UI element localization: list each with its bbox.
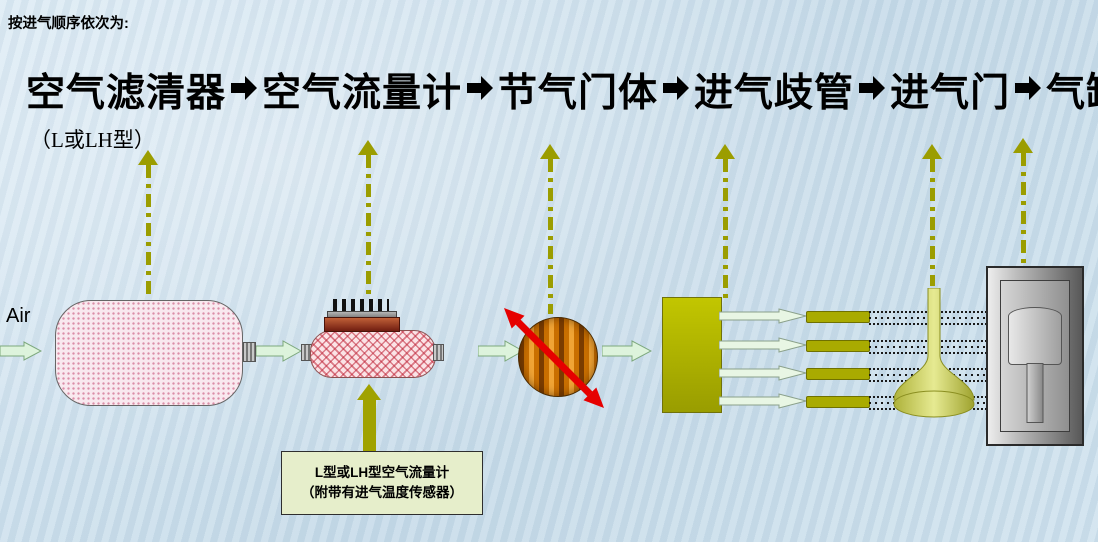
arrow-right-icon (465, 74, 495, 107)
flow-arrow-icon (255, 340, 303, 367)
callout-arrow-up-icon (357, 384, 381, 400)
intake-manifold (662, 297, 722, 413)
arrow-right-icon (229, 74, 259, 107)
pipe-coupler (243, 342, 256, 362)
piston-rod (1026, 363, 1044, 423)
callout-box: L型或LH型空气流量计 （附带有进气温度传感器） (281, 451, 483, 515)
title-part-air-flow-meter: 空气流量计 (262, 72, 463, 115)
runner-tube (806, 368, 870, 380)
arrow-right-icon (1013, 74, 1043, 107)
temperature-sensor-base (324, 317, 400, 332)
arrow-up-icon (540, 144, 560, 159)
runner-arrow-icon (718, 337, 808, 358)
runner-tube (806, 311, 870, 323)
arrow-right-icon (661, 74, 691, 107)
air-label: Air (6, 305, 31, 327)
callout-line-1: L型或LH型空气流量计 (314, 465, 450, 481)
title-part-air-filter: 空气滤清器 (26, 72, 227, 115)
flow-arrow-icon (601, 340, 653, 367)
sensor-pins-icon (333, 299, 389, 312)
intake-valve (888, 287, 980, 433)
air-flow-meter (310, 330, 436, 378)
subtitle: （L或LH型） (30, 128, 155, 152)
title-part-cylinder: 气缸 (1046, 72, 1098, 115)
runner-arrow-icon (718, 365, 808, 386)
arrow-up-icon (1013, 138, 1033, 153)
dashed-up-arrow-cylinder (1010, 138, 1036, 264)
callout-line-2: （附带有进气温度传感器） (301, 485, 463, 500)
throttle-plate-arrow-icon (498, 304, 610, 419)
title-part-intake-valve: 进气门 (890, 72, 1011, 115)
dashed-up-arrow-air-filter (135, 150, 161, 300)
piston (1008, 307, 1062, 365)
runner-arrow-icon (718, 308, 808, 329)
cylinder-bore (1000, 280, 1070, 432)
dashed-up-arrow-valve (919, 144, 945, 286)
arrow-right-icon (857, 74, 887, 107)
title-part-throttle-body: 节气门体 (498, 72, 659, 115)
runner-tube (806, 340, 870, 352)
arrow-up-icon (922, 144, 942, 159)
title-part-intake-manifold: 进气歧管 (694, 72, 855, 115)
runner-tube (806, 396, 870, 408)
air-filter (55, 300, 243, 406)
dashed-up-arrow-manifold (712, 144, 738, 298)
flow-arrow-icon (477, 340, 525, 367)
title: 空气滤清器 空气流量计 节气门体 进气歧管 进气门 气缸 (26, 62, 1098, 118)
cylinder (986, 266, 1084, 446)
arrow-up-icon (715, 144, 735, 159)
flow-arrow-inlet-icon (0, 341, 43, 366)
dashed-up-arrow-throttle (537, 144, 563, 314)
arrow-up-icon (138, 150, 158, 165)
intro-text: 按进气顺序依次为: (8, 16, 129, 32)
throttle-body (518, 317, 598, 397)
dashed-up-arrow-flow-meter (355, 140, 381, 298)
arrow-up-icon (358, 140, 378, 155)
runner-arrow-icon (718, 393, 808, 414)
callout-arrow-shaft (363, 399, 376, 452)
pipe-coupler (433, 344, 444, 361)
